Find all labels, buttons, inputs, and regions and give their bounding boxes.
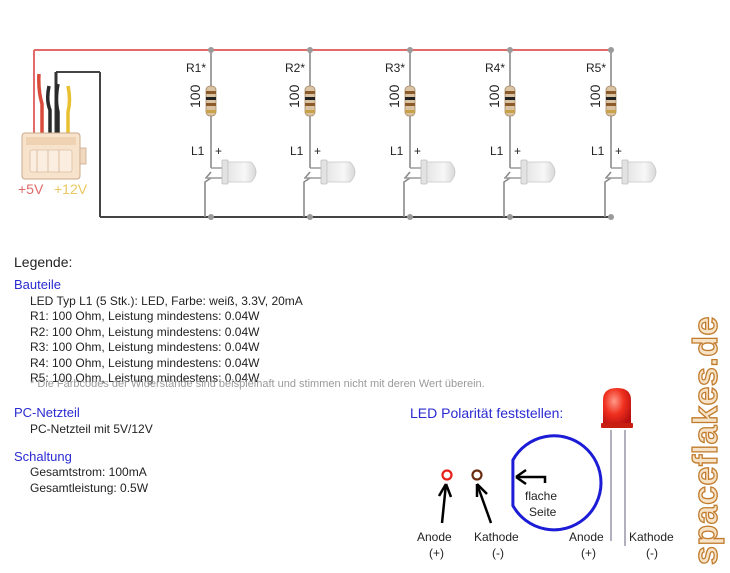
supply-5v-label: +5V	[18, 181, 44, 197]
junction-dot	[407, 214, 413, 220]
parts-item-resistor: R4: 100 Ohm, Leistung mindestens: 0.04W	[30, 355, 260, 370]
wire-red	[37, 73, 44, 134]
led	[504, 159, 556, 185]
parts-item-resistor: R3: 100 Ohm, Leistung mindestens: 0.04W	[30, 340, 260, 355]
led-label: L1	[290, 144, 304, 158]
supply-12v-label: +12V	[54, 181, 88, 197]
resistor-label: R4*	[485, 61, 505, 75]
junction-dot	[507, 214, 513, 220]
wire-black-2	[45, 85, 52, 134]
led-polarity-label: +	[215, 144, 222, 158]
junction-dot	[307, 47, 313, 53]
flat-side-label-2: Seite	[529, 505, 557, 519]
photo-cathode-sign: (-)	[646, 546, 658, 560]
led-label: L1	[390, 144, 404, 158]
flat-side-label-1: flache	[525, 489, 558, 503]
psu-item: PC-Netzteil mit 5V/12V	[30, 422, 153, 436]
resistor	[605, 85, 617, 117]
resistor-value: 100	[486, 84, 502, 108]
resistor	[304, 85, 316, 117]
photo-anode-sign: (+)	[581, 546, 596, 560]
led-polarity-label: +	[514, 144, 521, 158]
parts-item-resistor: R2: 100 Ohm, Leistung mindestens: 0.04W	[30, 324, 260, 339]
led	[205, 159, 257, 185]
parts-item-resistor: R1: 100 Ohm, Leistung mindestens: 0.04W	[30, 309, 260, 324]
red-led-photo	[601, 388, 633, 546]
wire-yellow	[66, 85, 72, 134]
junction-dot	[507, 47, 513, 53]
junction-dot	[407, 47, 413, 53]
resistor-value: 100	[386, 84, 402, 108]
led-polarity-label: +	[615, 144, 622, 158]
psu-section-title: PC-Netzteil	[14, 405, 80, 420]
led-polarity-label: +	[314, 144, 321, 158]
resistor	[205, 85, 217, 117]
cathode-label: Kathode	[474, 530, 519, 544]
resistor	[404, 85, 416, 117]
parts-list: LED Typ L1 (5 Stk.): LED, Farbe: weiß, 3…	[30, 294, 303, 386]
resistor-value: 100	[286, 84, 302, 108]
cathode-sign: (-)	[492, 546, 504, 560]
resistor-color-note: * Die Farbcodes der Widerstände sind bei…	[30, 378, 485, 390]
spaceflakes-logo: spaceflakes.de	[686, 315, 725, 565]
resistor-label: R5*	[586, 61, 606, 75]
led-label: L1	[490, 144, 504, 158]
circuit-section-title: Schaltung	[14, 449, 72, 464]
resistor-label: R2*	[285, 61, 305, 75]
logo-text: spaceflakes.de	[687, 316, 725, 565]
total-power: Gesamtleistung: 0.5W	[30, 481, 149, 495]
anode-sign: (+)	[429, 546, 444, 560]
photo-anode-label: Anode	[569, 530, 604, 544]
junction-dot	[208, 214, 214, 220]
junction-dot	[608, 47, 614, 53]
led-label: L1	[591, 144, 605, 158]
parts-section-title: Bauteile	[14, 277, 61, 292]
parts-item-led: LED Typ L1 (5 Stk.): LED, Farbe: weiß, 3…	[30, 294, 303, 308]
resistor-label: R1*	[186, 61, 206, 75]
junction-dot	[608, 214, 614, 220]
led-polarity-diagram	[437, 434, 603, 532]
anode-label: Anode	[417, 530, 452, 544]
led	[404, 159, 456, 185]
polarity-title: LED Polarität feststellen:	[410, 405, 564, 421]
led-polarity-label: +	[414, 144, 421, 158]
legend-title: Legende:	[14, 254, 73, 270]
resistor-value: 100	[587, 84, 603, 108]
led-label: L1	[191, 144, 205, 158]
led	[304, 159, 356, 185]
parts-item-resistor: R5: 100 Ohm, Leistung mindestens: 0.04W	[30, 371, 260, 386]
resistor	[504, 85, 516, 117]
total-current: Gesamtstrom: 100mA	[30, 465, 147, 479]
junction-dot	[208, 47, 214, 53]
junction-dot	[307, 214, 313, 220]
resistor-value: 100	[187, 84, 203, 108]
photo-cathode-label: Kathode	[629, 530, 674, 544]
wire-black-3	[54, 83, 60, 134]
molex-connector	[21, 132, 87, 180]
led	[605, 159, 657, 185]
resistor-label: R3*	[385, 61, 405, 75]
